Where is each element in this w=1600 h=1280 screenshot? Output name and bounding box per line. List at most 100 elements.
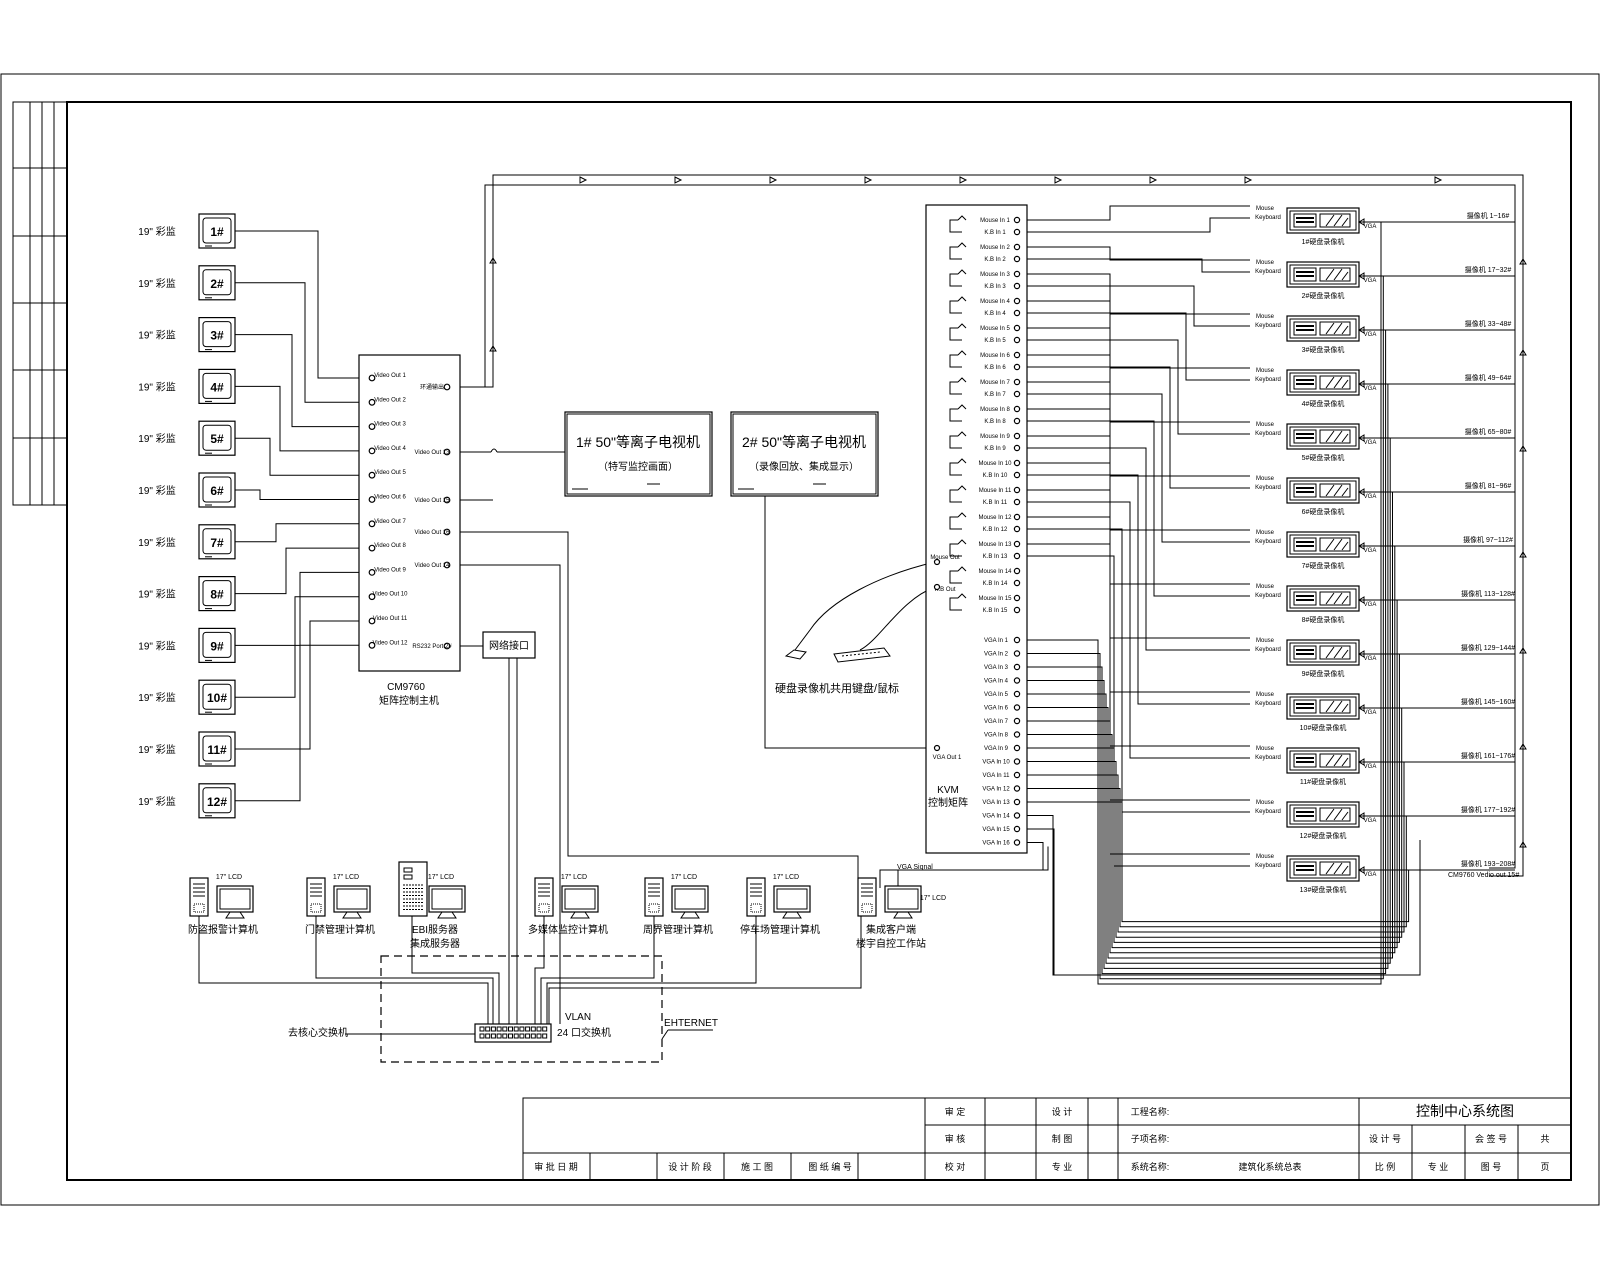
dvr-panel [1289, 426, 1357, 447]
dvr-display [1293, 321, 1317, 336]
wire [315, 916, 494, 1024]
matrix-port [368, 447, 376, 455]
matrix-port [368, 593, 376, 601]
monitor-screen [202, 787, 232, 814]
matrix-port-label: Video Out 11 [373, 616, 408, 622]
kvm-vga-label: VGA In 4 [984, 679, 1009, 685]
dvr-body [1286, 585, 1360, 612]
svg-text:审 批 日 期: 审 批 日 期 [534, 1161, 578, 1172]
monitor-label: 19" 彩监 [138, 432, 175, 445]
switch-uplink: 去核心交换机 [288, 1026, 348, 1039]
matrix-port-label: Video Out 1 [374, 373, 406, 379]
dvr-mouse-label: Mouse [1256, 638, 1275, 644]
workstation-name: 多媒体监控计算机 [528, 923, 608, 936]
flow-arrow [1358, 272, 1365, 280]
monitor-screen [202, 217, 232, 244]
kvm-vga-label: VGA In 5 [984, 692, 1009, 698]
wire [235, 437, 369, 476]
lcd-monitor [773, 885, 811, 913]
lcd-stand [225, 911, 245, 919]
kvm-port [1013, 363, 1021, 371]
dvr-display [1293, 429, 1317, 444]
workstation-name: 门禁管理计算机 [305, 923, 375, 936]
wire [235, 230, 369, 379]
wire [1020, 285, 1250, 327]
network-interface: 网络接口 [482, 631, 536, 659]
dvr-tray [1319, 321, 1351, 336]
kvm-port [1013, 663, 1021, 671]
kvm-port [1013, 758, 1021, 765]
dvr-name: 10#硬盘录像机 [1300, 723, 1347, 732]
svg-text:设 计 阶 段: 设 计 阶 段 [668, 1161, 712, 1172]
kvm-port [1013, 255, 1021, 263]
matrix-port [368, 374, 376, 382]
kvm-mouse-label: Mouse In 3 [980, 272, 1010, 278]
dvr-tray [1319, 213, 1351, 228]
workstation-name-2: 集成服务器 [410, 937, 460, 950]
dvr-mouse-label: Mouse [1256, 800, 1275, 806]
kvm-switch-symbol [949, 296, 967, 314]
kvm-port [1013, 525, 1021, 533]
wire [548, 916, 862, 1024]
wire [1020, 258, 1250, 273]
flow-arrow [1519, 349, 1527, 356]
kvm-kb-label: K.B In 5 [984, 338, 1006, 344]
dvr-mouse-label: Mouse [1256, 368, 1275, 374]
lcd-label: 17" LCD [920, 895, 946, 902]
flow-arrow [1358, 488, 1365, 496]
monitor-body [198, 524, 236, 560]
dvr-body [1286, 477, 1360, 504]
wire [1020, 276, 1384, 980]
switch-port [502, 1026, 508, 1032]
wire [1020, 801, 1410, 923]
wire [1020, 381, 1250, 531]
kvm-kb-label: K.B In 9 [984, 446, 1006, 452]
dvr-tray [1319, 537, 1351, 552]
server-drive [403, 874, 413, 880]
kvm-vga-label: VGA In 10 [982, 760, 1010, 766]
dvr-grille [1325, 754, 1349, 767]
monitor-body [198, 731, 236, 767]
wire [235, 334, 369, 428]
dvr-keyboard-label: Keyboard [1255, 593, 1281, 599]
dvr-panel [1289, 804, 1357, 825]
dvr-name: 4#硬盘录像机 [1302, 399, 1345, 408]
kvm-mouse-label: Mouse In 12 [978, 515, 1012, 521]
svg-text:设 计: 设 计 [1052, 1106, 1073, 1117]
monitor-body [198, 472, 236, 508]
workstation-name: 防盗报警计算机 [188, 923, 258, 936]
matrix-port-label: Video Out 13 [415, 450, 451, 456]
kvm-switch-symbol [949, 458, 967, 476]
wire [450, 531, 859, 878]
dvr-camera-label: 摄像机 97~112# [1463, 535, 1513, 544]
kvm-vga-label: VGA In 8 [984, 733, 1009, 739]
kvm-mouse-label: Mouse In 13 [978, 542, 1012, 548]
dvr-display [1293, 807, 1317, 822]
dvr-camera-label: 摄像机 161~176# [1461, 751, 1515, 760]
monitor-body [198, 420, 236, 456]
kvm-port [1013, 717, 1021, 725]
kvm-kb-label: K.B In 14 [983, 581, 1008, 587]
monitor-id: 6# [210, 484, 224, 498]
wire [764, 496, 934, 749]
lcd-label: 17" LCD [773, 874, 799, 881]
wire [1020, 492, 1393, 959]
monitor-screen [202, 372, 232, 399]
flow-arrow [1519, 647, 1527, 654]
kvm-kb-label: K.B In 8 [984, 419, 1006, 425]
matrix-port-label: Video Out 5 [374, 470, 406, 476]
dvr-keyboard-label: Keyboard [1255, 863, 1281, 869]
wire [235, 596, 369, 698]
svg-text:施 工 图: 施 工 图 [741, 1161, 773, 1172]
dvr-panel [1289, 318, 1357, 339]
kvm-mouse-label: Mouse In 7 [980, 380, 1010, 386]
wire [1020, 815, 1421, 976]
